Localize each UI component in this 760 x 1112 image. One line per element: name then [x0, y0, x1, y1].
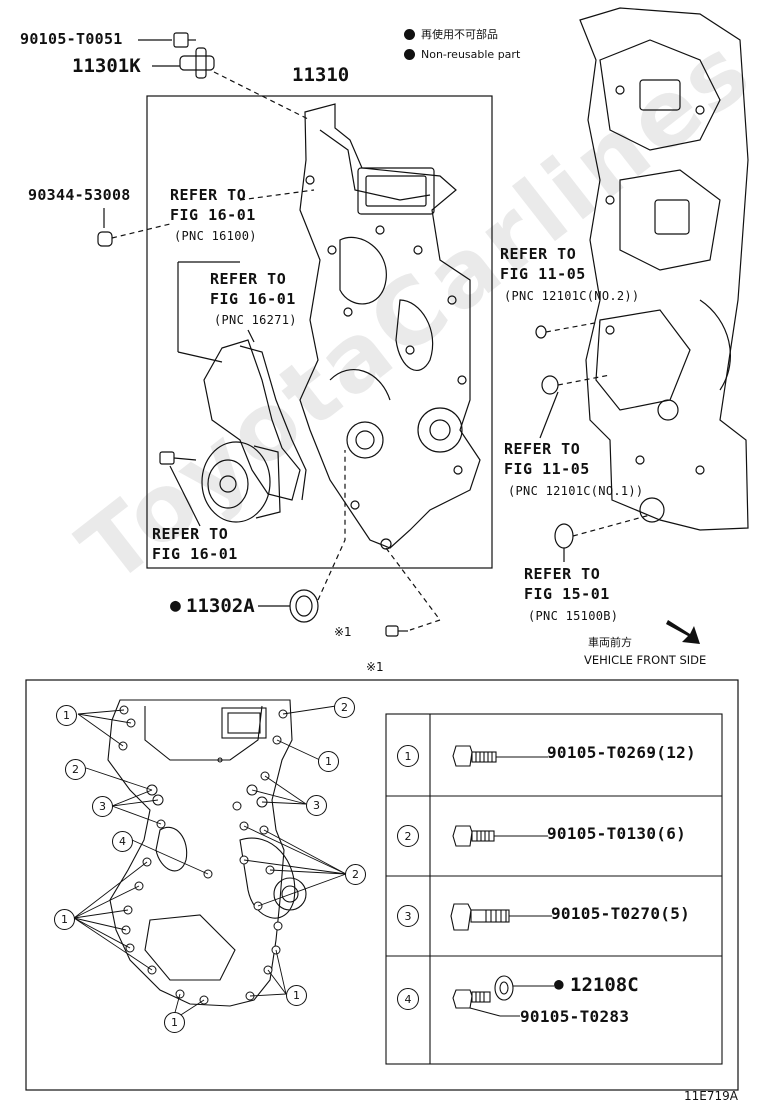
note-mark-1b: ※1: [366, 660, 384, 674]
non-reusable-dot-icon: [404, 28, 415, 40]
non-reusable-dot-icon: [404, 49, 415, 60]
callout-2: 2: [65, 759, 86, 780]
ref6-line1: REFER TO: [524, 565, 601, 583]
bolt-table-extra-4: 12108C: [570, 974, 639, 996]
callout-3: 3: [92, 796, 113, 817]
part-label-seal: 11302A: [186, 595, 255, 617]
bolt-table-key-1: 1: [397, 745, 419, 767]
legend-en-text: Non-reusable part: [421, 48, 521, 61]
note-mark-1: ※1: [334, 625, 352, 639]
ref3-line1: REFER TO: [152, 525, 229, 543]
oil-seal-drawing: [289, 589, 319, 623]
pump-bolt-drawing: [159, 451, 197, 465]
water-pump-drawing: [201, 441, 281, 523]
ref5-pnc: (PNC 12101C(NO.1)): [508, 484, 644, 498]
sensor-drawing: [152, 47, 215, 79]
ref2-pnc: (PNC 16271): [214, 313, 297, 327]
bolt-table-part-1: 90105-T0269(12): [547, 743, 696, 762]
vehicle-front-jp: 車両前方: [588, 636, 632, 649]
non-reusable-dot-icon: ●: [554, 974, 564, 993]
callout-leaders: [73, 705, 347, 1021]
bolt-table-part-4: 90105-T0283: [520, 1007, 630, 1026]
ref1-line1: REFER TO: [170, 186, 247, 204]
cover-detail-drawing: [107, 699, 307, 1007]
ref5-line1: REFER TO: [504, 440, 581, 458]
small-bolt-drawing: [385, 625, 408, 637]
seal-marker-icon: ●: [170, 595, 181, 616]
ref4-line2: FIG 11-05: [500, 265, 586, 283]
plug-drawing: [97, 208, 113, 247]
ref4-pnc: (PNC 12101C(NO.2)): [504, 289, 640, 303]
ref5-line2: FIG 11-05: [504, 460, 590, 478]
callout-1: 1: [164, 1012, 185, 1033]
ref6-line2: FIG 15-01: [524, 585, 610, 603]
bolt-top-drawing: [138, 32, 196, 48]
callout-1: 1: [54, 909, 75, 930]
ref6-pnc: (PNC 15100B): [528, 609, 619, 623]
ref2-line2: FIG 16-01: [210, 290, 296, 308]
cover-detail-holes: [118, 705, 288, 1005]
legend-jp-text: 再使用不可部品: [421, 28, 498, 41]
callout-2: 2: [345, 864, 366, 885]
bolt-table-key-2: 2: [397, 825, 419, 847]
bolt-table-part-2: 90105-T0130(6): [547, 824, 687, 843]
callout-4: 4: [112, 831, 133, 852]
figure-code: 11E719A: [684, 1089, 738, 1103]
part-label-sensor: 11301K: [72, 55, 141, 77]
legend-en: Non-reusable part: [404, 48, 520, 61]
callout-1: 1: [318, 751, 339, 772]
gasket-outline: [203, 339, 301, 501]
callout-3: 3: [306, 795, 327, 816]
timing-cover-outline: [299, 103, 481, 549]
callout-2: 2: [334, 697, 355, 718]
callout-1: 1: [56, 705, 77, 726]
ref3-line2: FIG 16-01: [152, 545, 238, 563]
part-label-bolt-top: 90105-T0051: [20, 30, 123, 48]
bolt-table-key-4: 4: [397, 988, 419, 1010]
vehicle-front-en: VEHICLE FRONT SIDE: [584, 653, 707, 667]
engine-block-drawing: [579, 7, 749, 531]
front-arrow-icon: [666, 620, 700, 644]
cover-frame: [146, 95, 493, 569]
ref4-line1: REFER TO: [500, 245, 577, 263]
ref2-line1: REFER TO: [210, 270, 287, 288]
part-label-cover: 11310: [292, 64, 350, 86]
bolt-table-drawings: [450, 745, 554, 1017]
callout-1: 1: [286, 985, 307, 1006]
part-label-plug: 90344-53008: [28, 186, 131, 204]
ref1-pnc: (PNC 16100): [174, 229, 257, 243]
detail-frame: [25, 679, 739, 1091]
bolt-table-key-3: 3: [397, 905, 419, 927]
bolt-table-part-3: 90105-T0270(5): [551, 904, 691, 923]
ref1-line2: FIG 16-01: [170, 206, 256, 224]
legend-jp: 再使用不可部品: [404, 26, 498, 42]
bolt-table-grid: [385, 713, 723, 1065]
